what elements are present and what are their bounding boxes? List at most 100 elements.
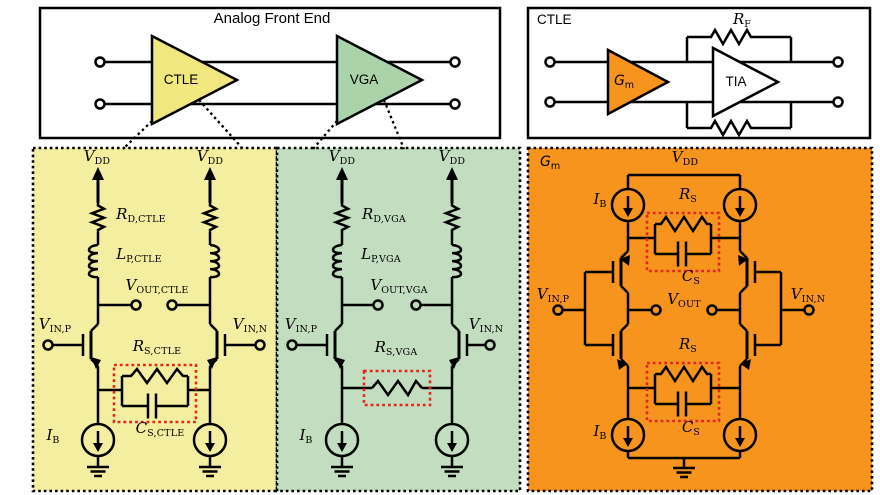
label-main: C (681, 418, 694, 436)
cs-label: CS (681, 267, 701, 287)
transistor-arrow (617, 359, 627, 370)
transistor-arrow (738, 255, 748, 266)
label-sub: IN,N (801, 294, 826, 305)
ctle-block (526, 6, 872, 140)
label-main: V (125, 276, 137, 294)
vga-triangle-label: VGA (350, 73, 379, 87)
ctle-terminals (42, 299, 266, 351)
tia-triangle-label: TIA (725, 75, 746, 89)
label-main: V (83, 147, 95, 165)
label-sub: B (599, 199, 607, 210)
vdd-label: VDD (328, 147, 355, 167)
label-text: CTLE (163, 72, 199, 87)
label-main: V (438, 147, 450, 165)
red-highlight-box (645, 211, 721, 273)
rd-vga-label: RD,VGA (362, 207, 406, 225)
label-main: V (667, 290, 679, 308)
label-sub: S (690, 344, 698, 355)
rs-label: RS (678, 335, 698, 355)
label-main: R (732, 10, 745, 28)
gm-corner-label: Gm (540, 155, 560, 171)
cs-label: CS (681, 418, 701, 438)
vga-wires (296, 233, 486, 467)
label-main: C (135, 419, 148, 437)
label-sub: D,VGA (373, 214, 406, 225)
label-text: CTLE (537, 12, 572, 27)
vdd-label: VDD (196, 147, 224, 167)
gm-wires (562, 173, 804, 468)
ctle-triangle-label: CTLE (164, 73, 199, 87)
vinp-label: VIN,P (39, 317, 72, 335)
red-highlight-box (362, 369, 432, 407)
vga-terminals (286, 299, 496, 351)
label-sub: IN,P (49, 324, 72, 335)
label-sub: DD (207, 156, 224, 167)
vinn-label: VIN,N (791, 287, 826, 305)
label-sub: S (693, 276, 701, 287)
label-main: R (116, 205, 128, 223)
label-sub: S,CTLE (144, 346, 182, 357)
label-sub: S,CTLE (147, 428, 185, 439)
label-main: V (370, 276, 382, 294)
feedback-resistor-bottom (687, 118, 791, 138)
label-main: V (284, 315, 296, 333)
rs-ctle-label: RS,CTLE (133, 339, 182, 357)
ctle-circuit-panel (31, 146, 279, 493)
vout-label: VOUT (667, 290, 701, 310)
gm-circuit-panel (526, 146, 874, 493)
rd-ctle-label: RD,CTLE (116, 205, 166, 225)
label-main: R (678, 185, 691, 203)
ib-label: IB (46, 428, 59, 446)
afe-title-text: Analog Front End (213, 10, 331, 27)
degeneration-resistor-bottom (655, 364, 711, 384)
vinp-label: VIN,P (537, 287, 570, 305)
label-main: C (681, 267, 694, 285)
red-highlight-box (645, 361, 721, 423)
label-main: V (328, 147, 340, 165)
label-main: V (232, 315, 244, 333)
label-text: VGA (349, 72, 379, 87)
vdd-label: VDD (671, 148, 698, 168)
afe-title: Analog Front End (214, 11, 331, 26)
label-sub: S,VGA (385, 347, 418, 358)
feedback-resistor-top (687, 27, 791, 47)
label-sub: IN,N (479, 324, 504, 335)
label-main: L (361, 245, 372, 263)
label-sub: B (599, 431, 607, 442)
label-sub: S (690, 194, 698, 205)
gm-triangle (606, 47, 671, 117)
red-highlight-box (112, 363, 198, 424)
vdd-label: VDD (83, 147, 110, 167)
label-sub: B (305, 435, 313, 446)
ctle-circuit (42, 165, 266, 478)
lp-vga-label: LP,VGA (361, 245, 401, 265)
source-resistor (122, 366, 188, 386)
label-sub: S (693, 427, 701, 438)
label-sub: F (744, 19, 752, 30)
label-sub: P,CTLE (126, 254, 162, 265)
transistor-arrow (741, 359, 751, 370)
label-sub: P,VGA (371, 254, 401, 265)
afe-terminals (94, 56, 461, 110)
afe-block (38, 6, 502, 150)
label-main: R (678, 335, 691, 353)
label-main: V (468, 315, 480, 333)
gm-circuit (552, 173, 815, 479)
label-sub: IN,P (295, 324, 318, 335)
label-main: V (671, 148, 683, 166)
ctle-block-wires (550, 37, 838, 128)
label-sub: m (624, 80, 635, 91)
vout-vga-label: VOUT,VGA (370, 276, 427, 296)
cs-ctle-label: CS,CTLE (135, 419, 185, 439)
label-main: V (196, 147, 208, 165)
label-sub: IN,N (243, 324, 268, 335)
label-text: TIA (725, 74, 747, 89)
transistor-arrow (207, 357, 217, 369)
vga-triangle (335, 33, 425, 127)
vga-circuit (286, 165, 496, 478)
rs-vga-label: RS,VGA (375, 340, 418, 358)
label-sub: IN,P (547, 294, 570, 305)
ctle-block-terminals (544, 56, 844, 108)
